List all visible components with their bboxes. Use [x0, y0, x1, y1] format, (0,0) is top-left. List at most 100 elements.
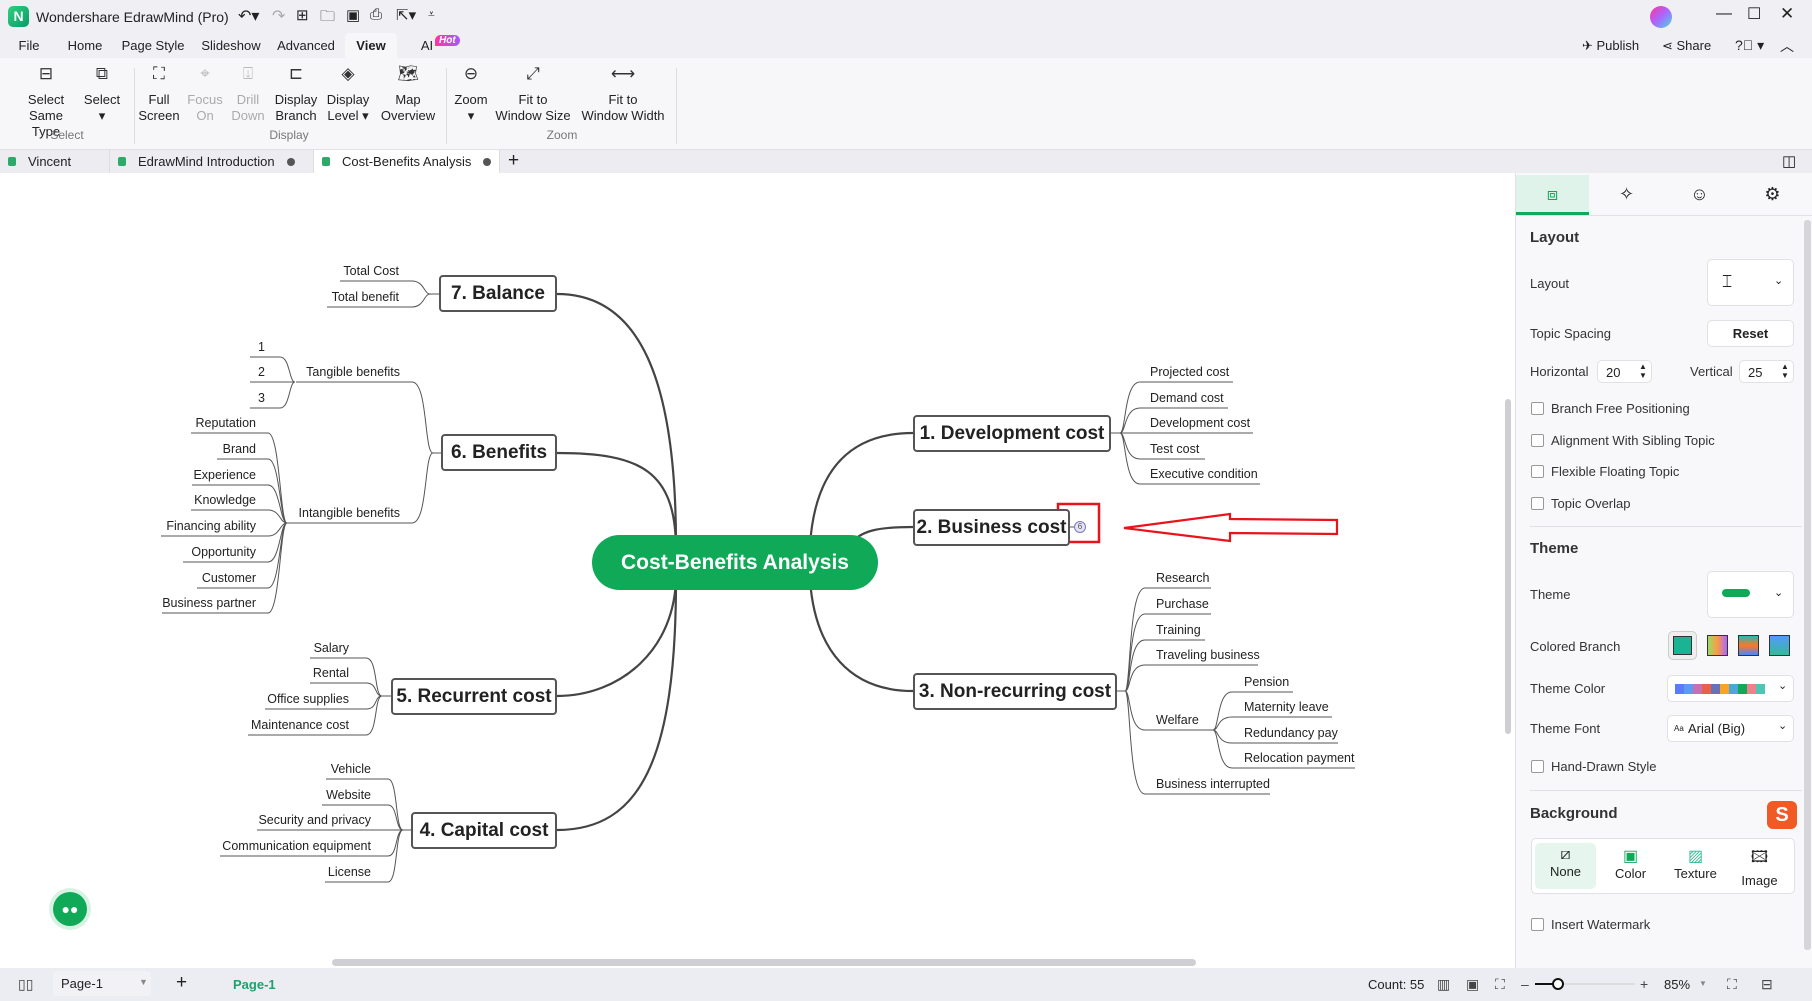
share-button[interactable]: ⋖ Share: [1662, 38, 1712, 53]
doc-tab-vincent[interactable]: Vincent: [0, 150, 110, 173]
customize-toolbar-icon[interactable]: ⩡: [428, 7, 435, 21]
colored-branch-option-1[interactable]: [1668, 631, 1697, 660]
flexible-floating-checkbox[interactable]: [1531, 465, 1544, 478]
fit-page-icon[interactable]: ▣: [1466, 976, 1480, 992]
topic-overlap-checkbox[interactable]: [1531, 497, 1544, 510]
subtopic[interactable]: License: [327, 865, 371, 879]
layout-dropdown[interactable]: ⌶⌄: [1707, 259, 1794, 306]
subtopic[interactable]: 3: [258, 391, 265, 405]
bg-option-image[interactable]: 🖾Image: [1729, 843, 1790, 889]
zoom-button[interactable]: ⊖Zoom▾: [441, 65, 501, 124]
subtopic[interactable]: Vehicle: [330, 762, 371, 776]
toggle-panel-icon[interactable]: ◫: [1782, 153, 1797, 170]
help-icon[interactable]: ?⃝ ▾: [1735, 37, 1765, 53]
export-icon[interactable]: ⇱▾: [396, 7, 417, 24]
zoom-in-button[interactable]: +: [1640, 976, 1649, 992]
subtopic[interactable]: Business partner: [162, 596, 256, 610]
zoom-out-button[interactable]: –: [1521, 976, 1529, 992]
panel-tab-icons[interactable]: ☺: [1663, 175, 1736, 215]
subtopic[interactable]: 1: [258, 340, 265, 354]
subtopic[interactable]: Security and privacy: [258, 813, 371, 827]
topic-non-recurring-cost[interactable]: 3. Non-recurring cost: [913, 673, 1117, 710]
subtopic[interactable]: Office supplies: [267, 692, 349, 706]
zoom-dropdown-arrow-icon[interactable]: ▼: [1699, 979, 1707, 988]
topic-business-cost[interactable]: 2. Business cost: [913, 509, 1070, 546]
doc-tab-edrawmind-introduction[interactable]: EdrawMind Introduction: [110, 150, 314, 173]
subtopic[interactable]: Reputation: [195, 416, 256, 430]
doc-tab-cost-benefits-analysis[interactable]: Cost-Benefits Analysis: [314, 150, 500, 173]
topic-development-cost[interactable]: 1. Development cost: [913, 415, 1111, 452]
stepper-arrows-icon[interactable]: ▲▼: [1639, 362, 1647, 380]
publish-button[interactable]: ✈ Publish: [1582, 38, 1640, 53]
subtopic[interactable]: Salary: [313, 641, 349, 655]
subtopic[interactable]: Welfare: [1156, 713, 1199, 727]
subtopic[interactable]: Traveling business: [1156, 648, 1260, 662]
add-page-button[interactable]: +: [176, 972, 188, 993]
colored-branch-option-3[interactable]: [1738, 635, 1759, 656]
subtopic[interactable]: Website: [326, 788, 371, 802]
panel-scrollbar[interactable]: [1804, 220, 1811, 950]
menu-view[interactable]: View: [356, 38, 386, 53]
vertical-spacing-input[interactable]: 25▲▼: [1739, 360, 1794, 383]
subtopic[interactable]: Pension: [1244, 675, 1290, 689]
subtopic[interactable]: Customer: [201, 571, 256, 585]
avatar[interactable]: [1650, 6, 1672, 28]
theme-color-dropdown[interactable]: ⌄: [1667, 675, 1794, 702]
subtopic[interactable]: Business interrupted: [1156, 777, 1270, 791]
insert-watermark-checkbox[interactable]: [1531, 918, 1544, 931]
menu-slideshow[interactable]: Slideshow: [201, 38, 261, 53]
menu-home[interactable]: Home: [67, 38, 103, 53]
subtopic[interactable]: Test cost: [1150, 442, 1200, 456]
open-folder-icon[interactable]: 🗀: [320, 8, 336, 25]
new-file-icon[interactable]: ⊞: [296, 7, 309, 24]
topic-recurrent-cost[interactable]: 5. Recurrent cost: [391, 678, 557, 715]
book-view-icon[interactable]: ▥: [1437, 976, 1451, 992]
subtopic[interactable]: Tangible benefits: [306, 365, 400, 379]
subtopic[interactable]: Relocation payment: [1244, 751, 1355, 765]
panel-tab-page-format[interactable]: ⧈: [1516, 175, 1589, 215]
select-button[interactable]: ⧉Select▾: [72, 65, 132, 124]
menu-page-style[interactable]: Page Style: [121, 38, 185, 53]
subtopic[interactable]: Rental: [312, 666, 349, 680]
theme-dropdown[interactable]: ⌄: [1707, 571, 1794, 618]
collapse-ribbon-icon[interactable]: ︿: [1780, 38, 1794, 54]
topic-capital-cost[interactable]: 4. Capital cost: [411, 812, 557, 849]
subtopic[interactable]: Communication equipment: [222, 839, 371, 853]
topic-benefits[interactable]: 6. Benefits: [441, 434, 557, 471]
zoom-slider-thumb[interactable]: [1552, 978, 1564, 990]
panel-tab-ai[interactable]: ✧: [1590, 175, 1663, 215]
maximize-icon[interactable]: ☐: [1747, 6, 1762, 23]
subtopic[interactable]: Knowledge: [194, 493, 256, 507]
subtopic[interactable]: Maintenance cost: [251, 718, 349, 732]
sidebar-toggle-icon[interactable]: ▯▯: [18, 976, 34, 992]
reset-button[interactable]: Reset: [1707, 320, 1794, 347]
undo-icon[interactable]: ↶▾: [238, 8, 260, 25]
page-select-dropdown[interactable]: Page-1▼: [53, 971, 151, 996]
redo-icon[interactable]: ↷: [272, 8, 286, 25]
subtopic[interactable]: Projected cost: [1150, 365, 1230, 379]
subtopic[interactable]: 2: [258, 365, 265, 379]
subtopic[interactable]: Research: [1156, 571, 1210, 585]
topic-balance[interactable]: 7. Balance: [439, 275, 557, 312]
menu-advanced[interactable]: Advanced: [277, 38, 335, 53]
subtopic[interactable]: Maternity leave: [1244, 700, 1329, 714]
close-icon[interactable]: ✕: [1780, 4, 1795, 23]
zoom-level[interactable]: 85%: [1664, 977, 1691, 992]
new-tab-button[interactable]: +: [508, 150, 520, 171]
subtopic[interactable]: Executive condition: [1150, 467, 1258, 481]
colored-branch-option-4[interactable]: [1769, 635, 1790, 656]
subtopic[interactable]: Redundancy pay: [1244, 726, 1338, 740]
alignment-sibling-checkbox[interactable]: [1531, 434, 1544, 447]
zoom-slider[interactable]: [1535, 978, 1635, 990]
hand-drawn-checkbox[interactable]: [1531, 760, 1544, 773]
bg-option-none[interactable]: ⧄None: [1535, 843, 1596, 889]
